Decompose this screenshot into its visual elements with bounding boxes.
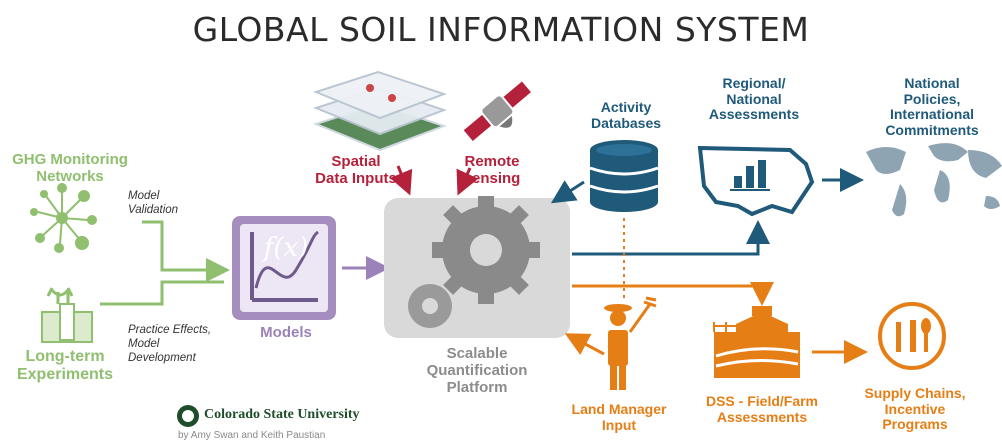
arrow-remote-to-platform [456,167,479,196]
arrow-platform-to-regional [572,220,770,256]
ghg-networks-label: GHG Monitoring Networks [12,151,128,185]
dss-label: DSS - Field/Farm Assessments [705,393,819,425]
gears-icon [384,196,570,338]
csu-seal-icon [177,405,199,427]
arrow-ghg-to-models [142,220,230,282]
supply-chains-label: Supply Chains, Incentive Programs [864,385,966,433]
activity-databases-label: Activity Databases [590,99,662,131]
utensils-icon [878,302,946,370]
arrow-platform-to-dss [572,282,774,306]
remote-sensing-label: Remote sensing [463,153,521,187]
experiment-plot-icon [41,287,93,343]
diagram-title: GLOBAL SOIL INFORMATION SYSTEM [192,10,810,49]
database-icon [589,140,659,212]
long-term-experiments-label: Long-term Experiments [16,348,114,383]
us-map-icon [697,145,815,217]
arrow-landmanager-to-platform [564,333,605,356]
model-validation-note: Model Validation [128,190,179,216]
satellite-icon [463,81,531,142]
platform-label: Scalable Quantification Platform [426,345,528,396]
credit-text: by Amy Swan and Keith Paustian [178,430,326,441]
arrow-activity-to-platform [550,180,585,204]
farmer-icon [604,296,657,390]
spatial-data-label: Spatial Data Inputs [315,153,397,187]
map-layers-icon [313,70,447,152]
models-formula: f(x) [262,233,309,263]
arrow-spatial-to-platform [390,165,413,196]
practice-effects-note: Practice Effects, Model Development [128,324,212,364]
national-policies-label: National Policies, International Commitm… [885,75,979,139]
arrow-experiments-to-models [100,280,224,306]
world-map-icon [866,143,1002,217]
farm-field-icon [713,306,800,378]
models-function-icon [232,216,336,320]
network-icon [30,183,97,253]
models-label: Models [260,324,312,341]
university-name: Colorado State University [204,407,360,422]
regional-assessments-label: Regional/ National Assessments [708,75,800,123]
land-manager-label: Land Manager Input [571,401,667,433]
